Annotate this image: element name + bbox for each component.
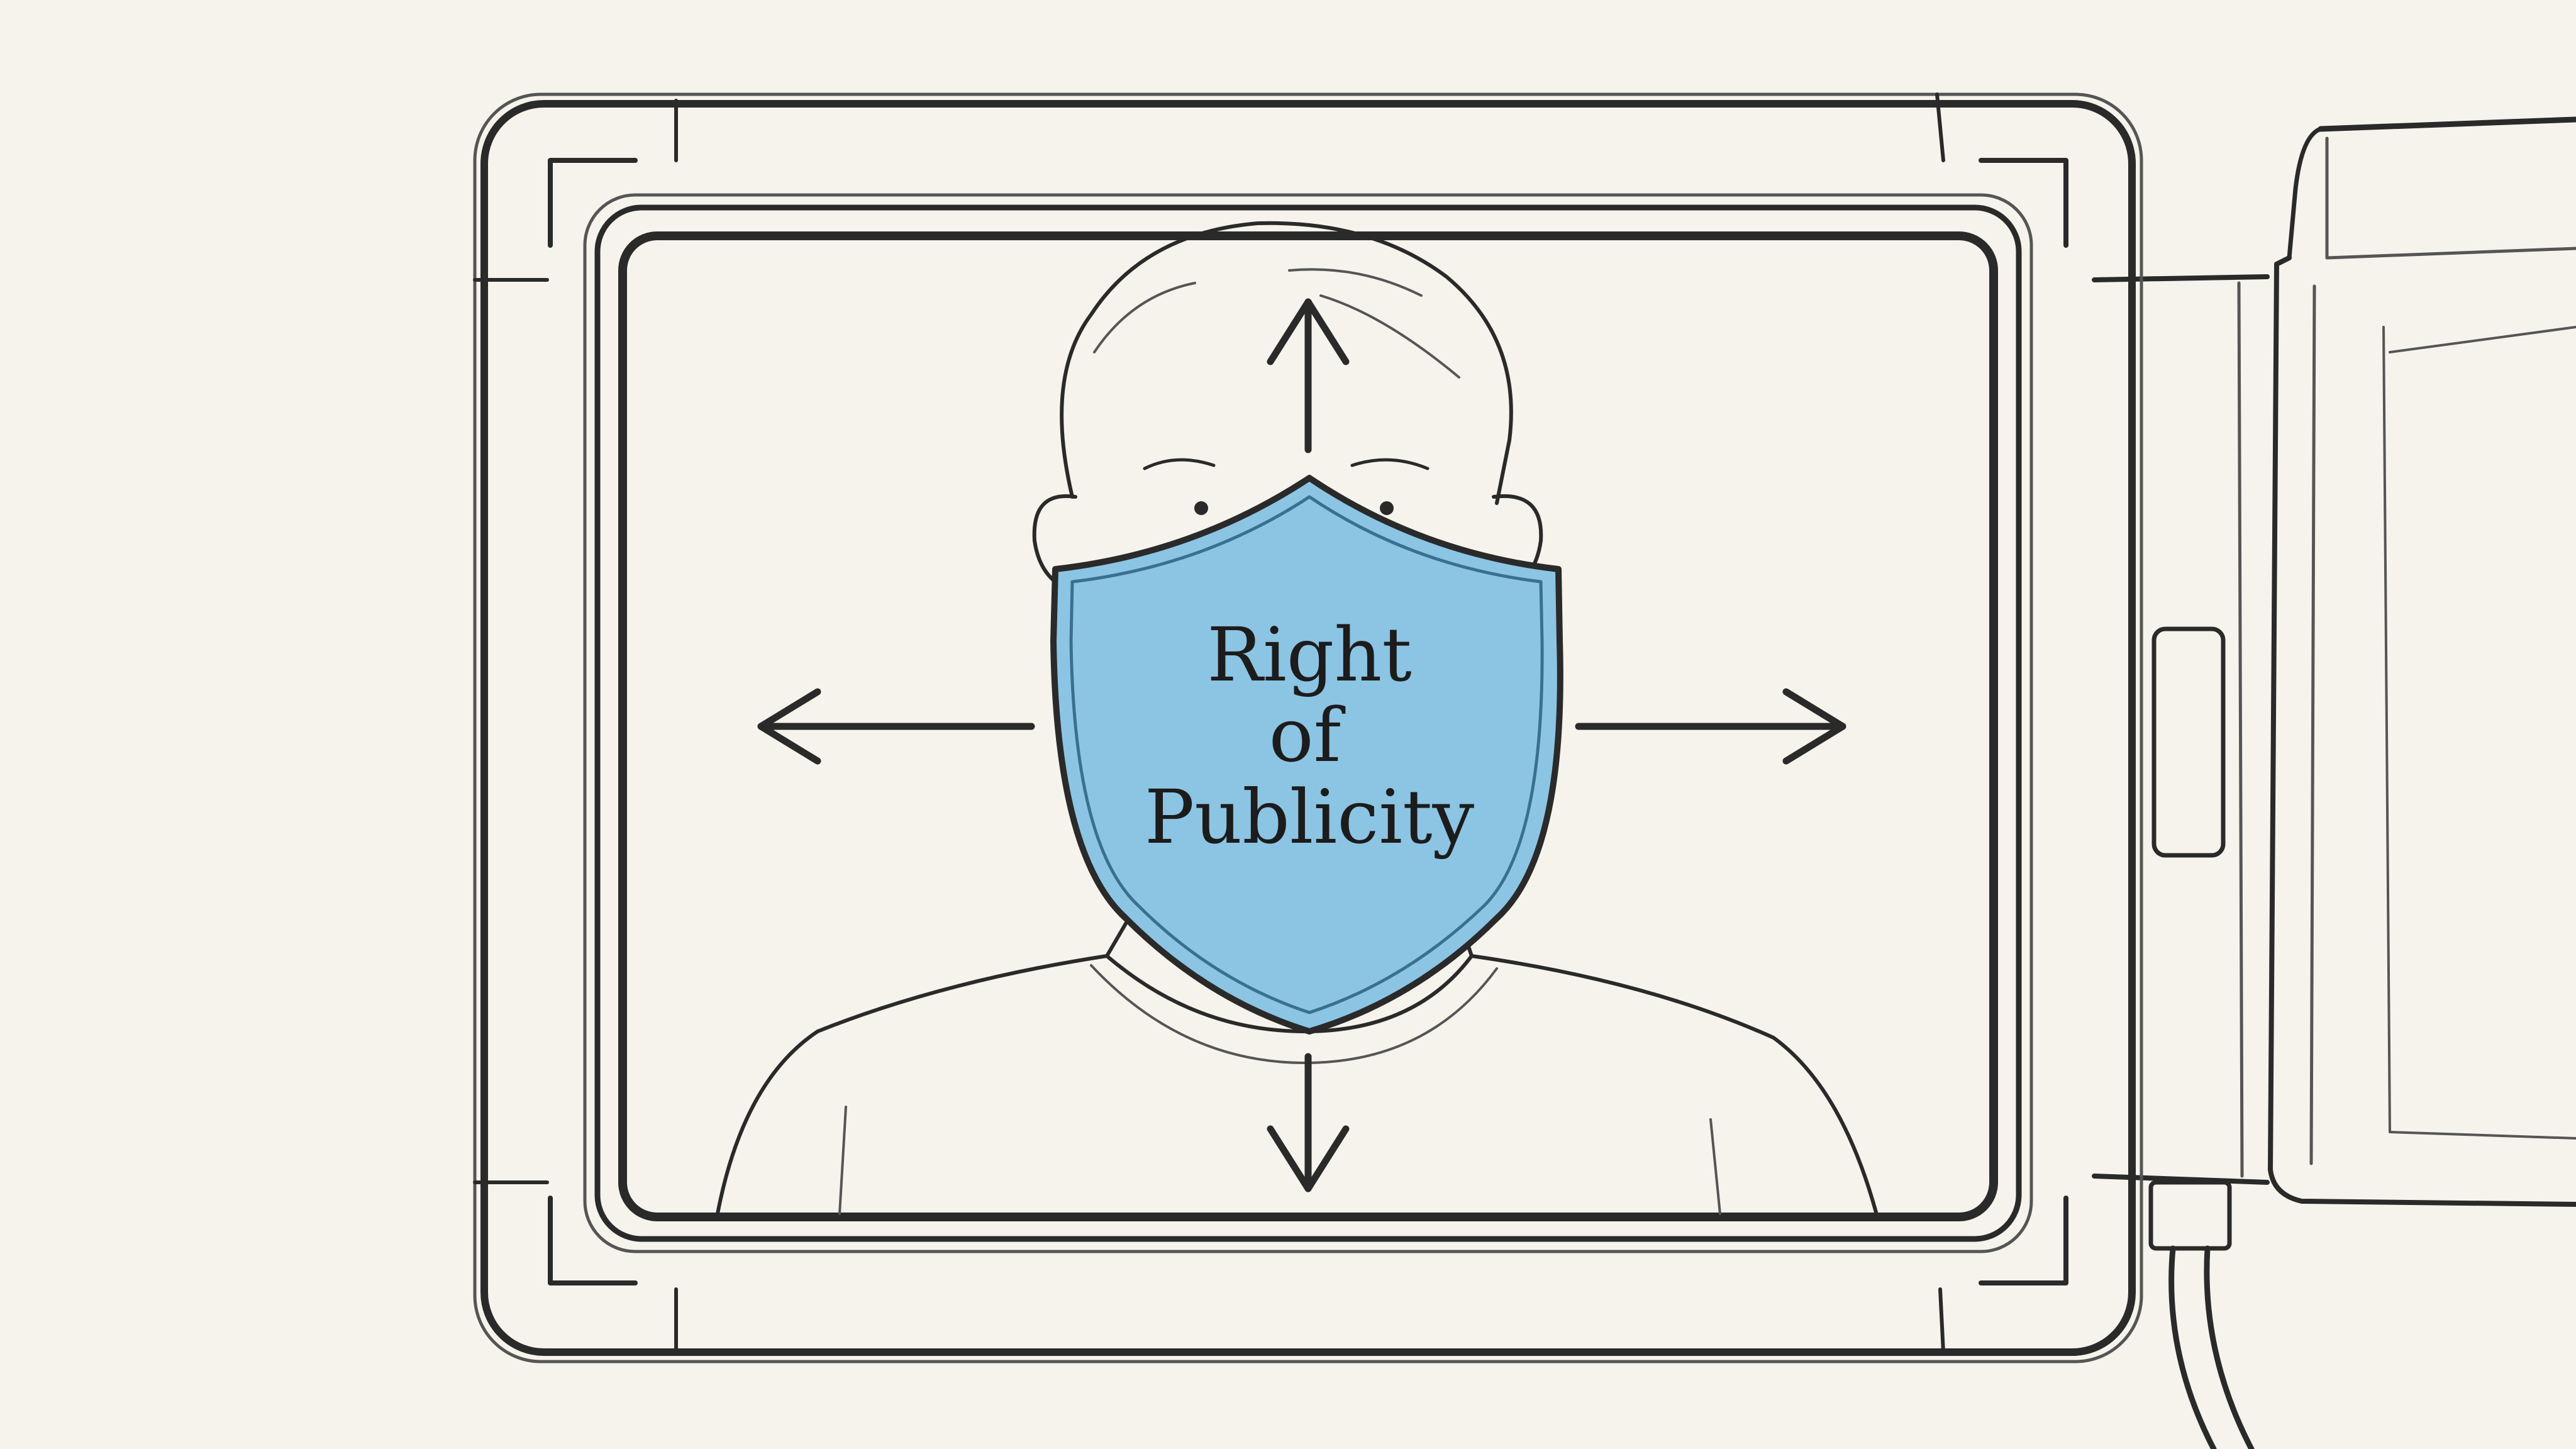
shield-label-line-2: of	[1269, 692, 1346, 779]
arrow-up-icon	[1267, 298, 1350, 453]
shield-label-line-1: Right	[1207, 611, 1412, 698]
power-cable	[2148, 1180, 2255, 1449]
arrow-left-icon	[757, 688, 1035, 765]
arrow-right-icon	[1575, 688, 1846, 765]
arrow-down-icon	[1267, 1053, 1350, 1192]
monitor-hinge	[2092, 274, 2270, 1185]
shield-icon: Right of Publicity	[1050, 475, 1563, 1035]
side-device	[2268, 116, 2576, 1207]
shield-label-line-3: Publicity	[1145, 774, 1475, 860]
monitor-icon	[473, 92, 2143, 1363]
